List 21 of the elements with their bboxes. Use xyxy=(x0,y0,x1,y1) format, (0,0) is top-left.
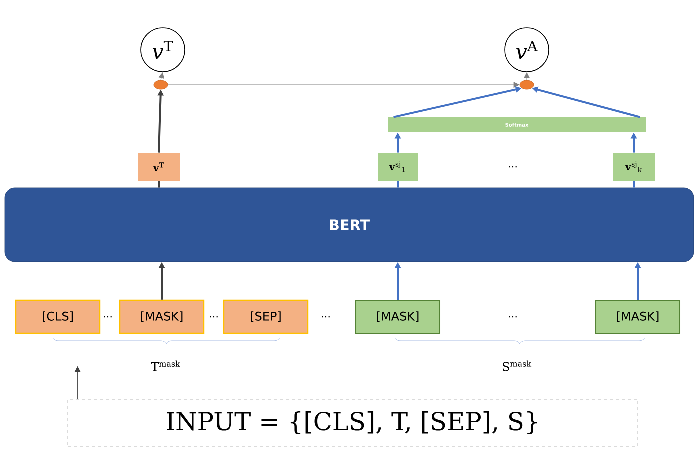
token-box: [MASK] xyxy=(119,300,205,334)
brace-label: S$^{mask}$ xyxy=(503,360,532,372)
ellipsis: … xyxy=(322,316,330,318)
token-box: [MASK] xyxy=(356,300,440,334)
vector-box: v$^{T}$ xyxy=(138,153,180,181)
arrow xyxy=(168,82,520,88)
input-box: INPUT = {[CLS], T, [SEP], S} xyxy=(68,399,638,447)
arrow xyxy=(158,72,164,81)
merge-dot xyxy=(154,80,168,90)
merge-dot xyxy=(520,80,534,90)
ellipsis: … xyxy=(104,316,112,318)
token-box: [MASK] xyxy=(596,300,680,334)
encoder-block: BERT xyxy=(4,188,694,262)
token-box: [SEP] xyxy=(223,300,309,334)
ellipsis: … xyxy=(509,316,517,318)
arrow xyxy=(74,366,81,400)
brace-label: T$^{mask}$ xyxy=(151,360,180,372)
arrow xyxy=(524,72,530,81)
ellipsis: … xyxy=(509,166,517,168)
ellipsis: … xyxy=(210,316,218,318)
token-box: [CLS] xyxy=(15,300,101,334)
